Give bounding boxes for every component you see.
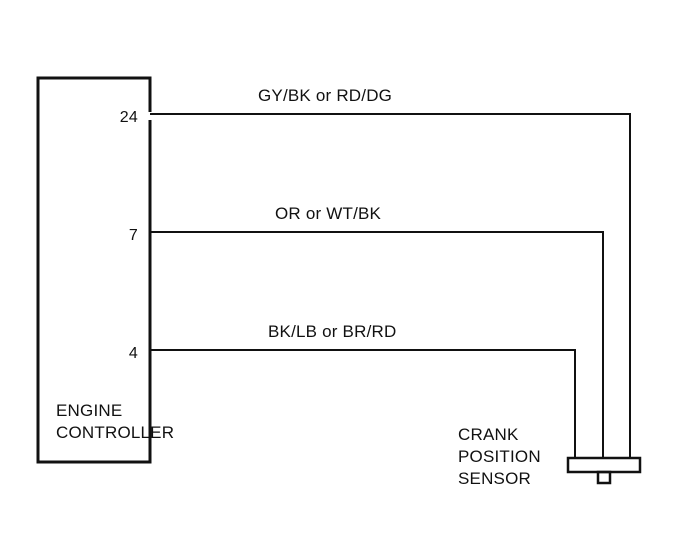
crank-position-sensor-body (566, 456, 642, 474)
pin-label-4: 4 (129, 345, 138, 362)
wire-pin-4 (150, 349, 576, 458)
crank-position-sensor-tip (596, 470, 612, 485)
engine-controller-label-line1: ENGINE (56, 401, 122, 420)
wire-pin-7 (150, 231, 604, 458)
engine-controller-box (36, 76, 152, 464)
sensor-label-line1: CRANK (458, 425, 519, 444)
sensor-label-line2: POSITION (458, 447, 541, 466)
wire-color-label-7: OR or WT/BK (275, 204, 382, 223)
wire-pin-24 (150, 113, 631, 458)
wire-color-label-4: BK/LB or BR/RD (268, 322, 396, 341)
pin-label-24: 24 (120, 109, 138, 126)
engine-controller-label-line2: CONTROLLER (56, 423, 174, 442)
pin-label-7: 7 (129, 227, 138, 244)
sensor-label-line3: SENSOR (458, 469, 531, 488)
wire-color-label-24: GY/BK or RD/DG (258, 86, 392, 105)
